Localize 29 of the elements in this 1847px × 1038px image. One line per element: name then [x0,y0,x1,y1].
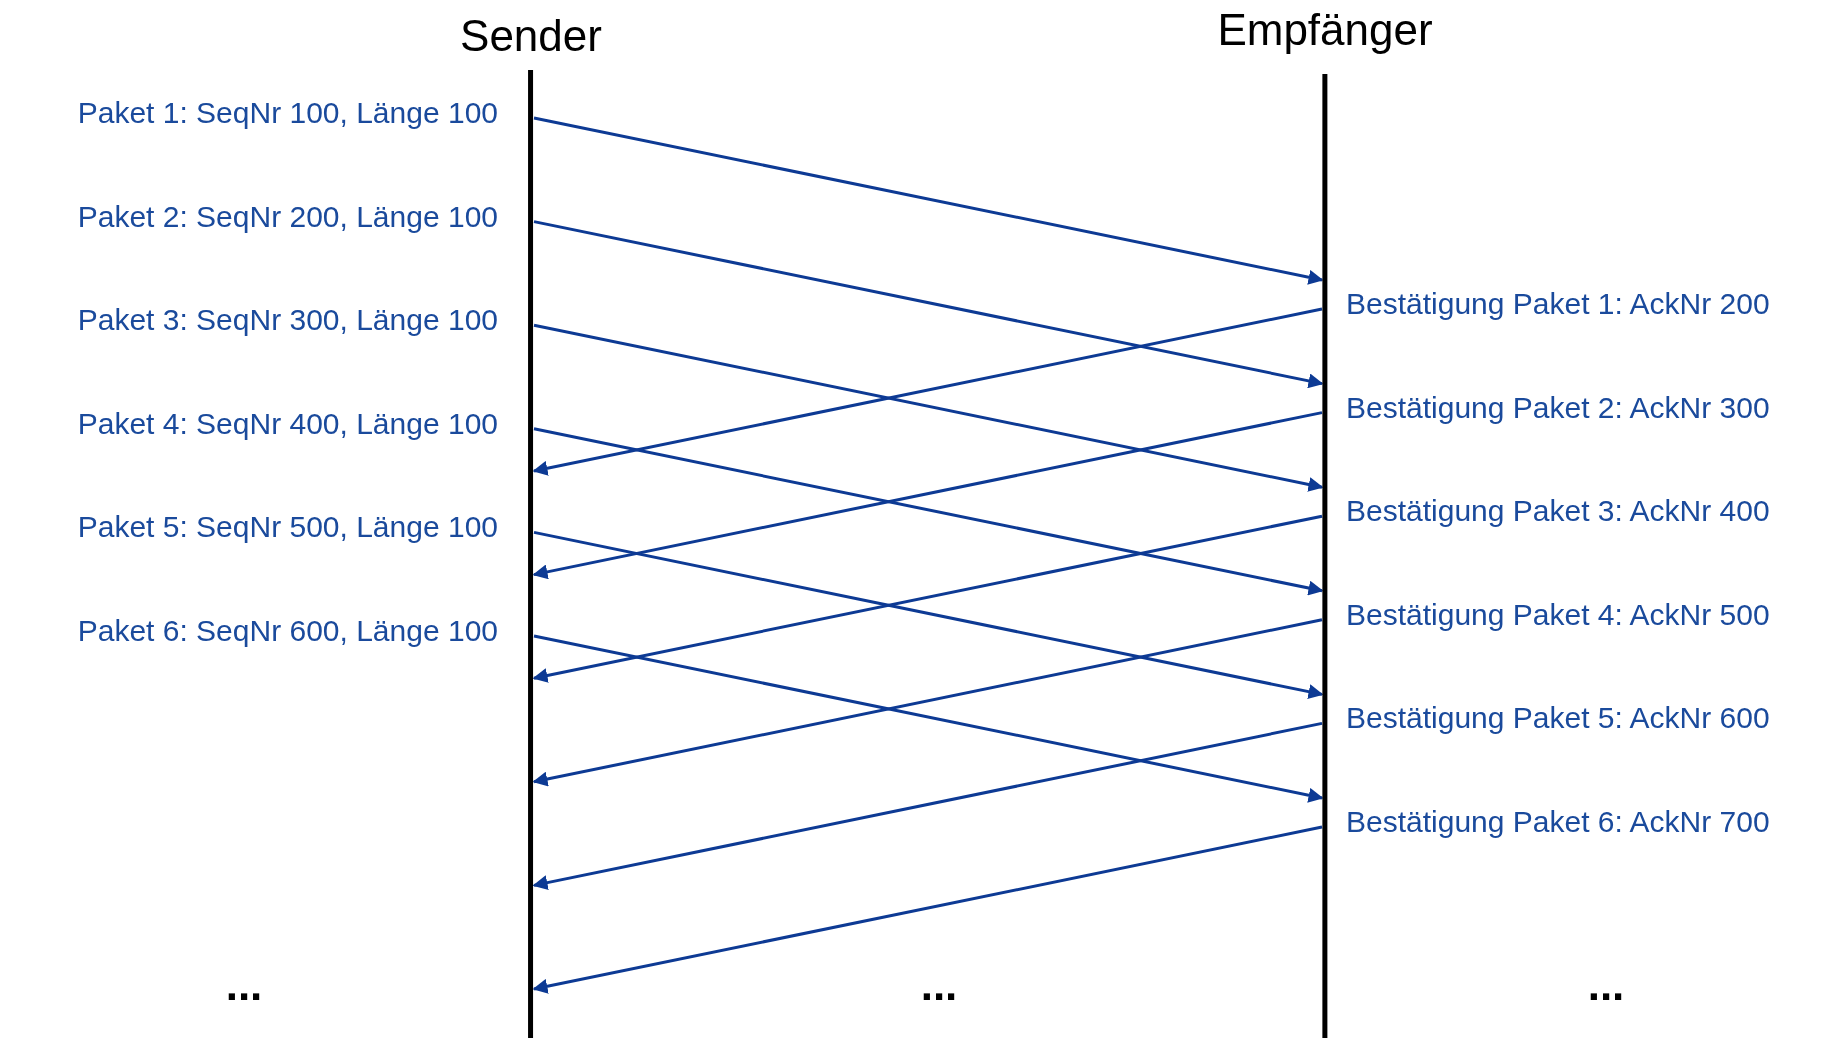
arrow [533,220,1324,389]
arrow [533,323,1324,492]
arrow [533,530,1324,700]
message-label: Paket 2: SeqNr 200, Länge 100 [77,201,498,232]
message-label: Paket 5: SeqNr 500, Länge 100 [77,512,498,543]
arrow [533,116,1324,285]
ellipsis: ... [225,963,263,1007]
ellipsis: ... [920,963,958,1007]
message-label: Bestätigung Paket 2: AckNr 300 [1346,392,1770,423]
ellipsis: ... [1587,963,1625,1007]
lifeline-label: Empfänger [1217,8,1433,52]
message-label: Bestätigung Paket 6: AckNr 700 [1346,807,1770,837]
lifeline-label: Sender [460,14,602,58]
message-label: Paket 6: SeqNr 600, Länge 100 [77,616,498,646]
arrow [532,825,1323,994]
message-label: Bestätigung Paket 3: AckNr 400 [1346,496,1770,527]
message-label: Paket 4: SeqNr 400, Länge 100 [77,408,498,439]
arrow [533,634,1324,803]
message-label: Bestätigung Paket 5: AckNr 600 [1346,703,1770,734]
message-label: Paket 3: SeqNr 300, Länge 100 [77,305,498,336]
arrow [532,514,1323,683]
arrow [532,411,1323,580]
arrow [533,427,1324,596]
message-label: Paket 1: SeqNr 100, Länge 100 [77,98,498,128]
arrow [532,307,1323,476]
message-label: Bestätigung Paket 4: AckNr 500 [1346,599,1770,630]
arrow [532,721,1323,891]
arrow [532,618,1323,787]
message-label: Bestätigung Paket 1: AckNr 200 [1346,289,1770,319]
